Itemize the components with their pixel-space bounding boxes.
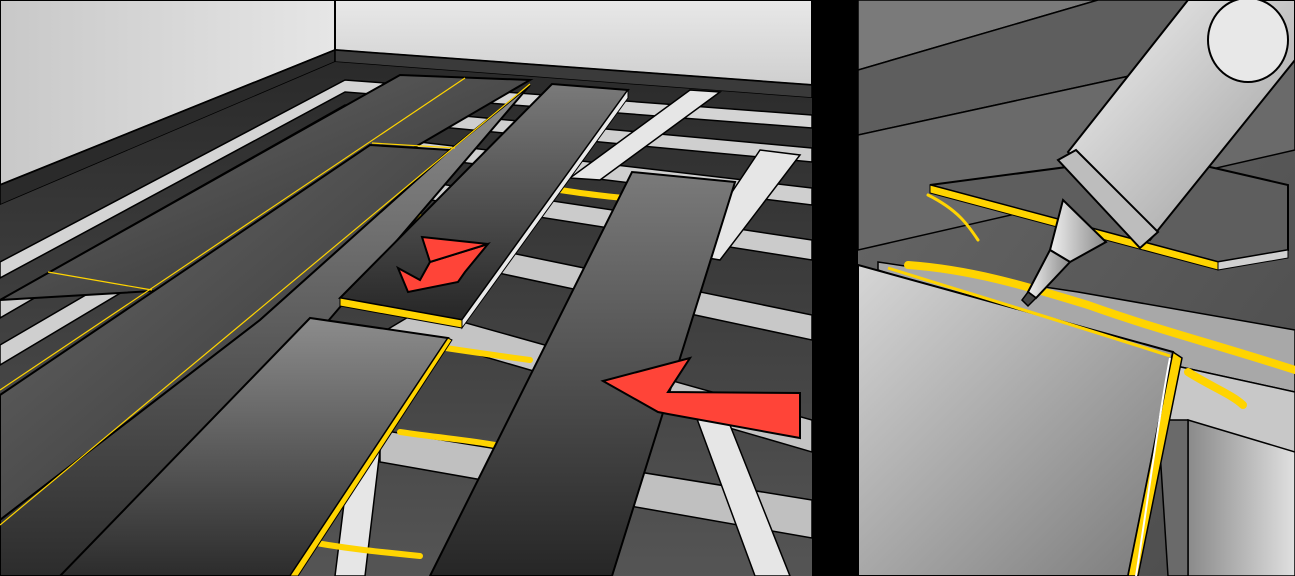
arrow-down-left-icon [395,235,491,294]
adhesive-application-illustration [858,0,1295,576]
back-wall [334,0,812,87]
board-center-placing [337,82,630,330]
board-seams [0,77,531,526]
installed-boards [0,73,534,576]
adhesive-cartridge-icon [1021,0,1295,308]
joist [877,261,1295,576]
floor-installation-illustration [0,0,812,576]
board-foreground [858,263,1183,576]
board-front-left [58,316,453,576]
skirting-back [334,49,812,99]
arrow-left-icon [600,356,801,440]
board-front-right [428,170,737,576]
left-panel-floor-installation [0,0,812,576]
adhesive-bead [904,193,1295,409]
right-panel-adhesive-application [858,0,1295,576]
